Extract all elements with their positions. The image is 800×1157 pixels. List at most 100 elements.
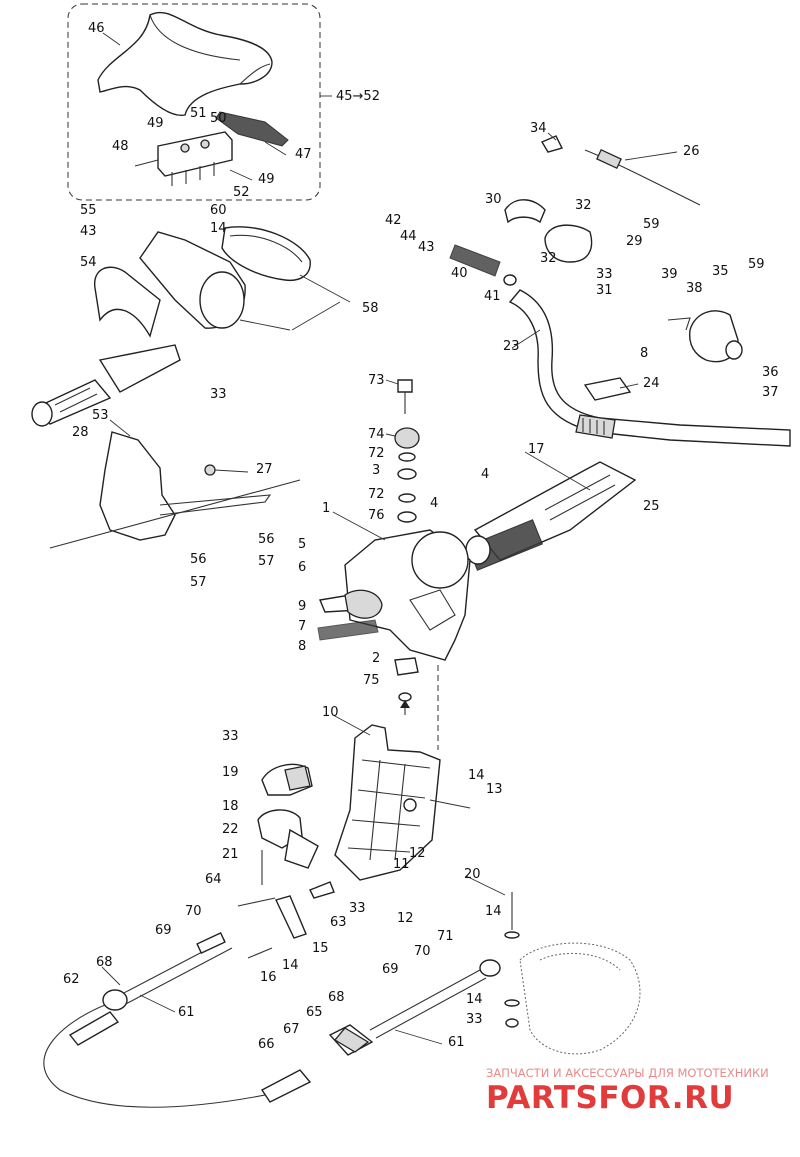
- watermark: ЗАПЧАСТИ И АКСЕССУАРЫ ДЛЯ МОТОТЕХНИКИ PA…: [486, 1066, 769, 1116]
- callout-label: 74: [368, 427, 385, 442]
- jet-nozzle-outline: [519, 942, 641, 1055]
- callout-label: 72: [368, 446, 385, 461]
- callout-label: 73: [368, 373, 385, 388]
- seat-bracket-part: [134, 131, 233, 186]
- seat-plate-part: [215, 111, 289, 147]
- callout-label: 10: [322, 705, 339, 720]
- callout-label: 4: [481, 467, 489, 482]
- callout-label: 59: [748, 257, 765, 272]
- callout-label: 29: [626, 234, 643, 249]
- callout-label: 62: [63, 972, 80, 987]
- steering-housing-part: [317, 529, 471, 750]
- callout-label: 75: [363, 673, 380, 688]
- steering-support-part: [334, 724, 471, 881]
- cable-clamp-assembly: [237, 763, 335, 959]
- column-hardware-stack: [394, 379, 420, 523]
- callout-label: 76: [368, 508, 385, 523]
- callout-label: 31: [596, 283, 613, 298]
- callout-label: 28: [72, 425, 89, 440]
- callout-label: 68: [96, 955, 113, 970]
- callout-label: 61: [178, 1005, 195, 1020]
- callout-label: 58: [362, 301, 379, 316]
- callout-label: 66: [258, 1037, 275, 1052]
- callout-label: 49: [258, 172, 275, 187]
- callout-label: 67: [283, 1022, 300, 1037]
- callout-label: 16: [260, 970, 277, 985]
- callout-label: 24: [643, 376, 660, 391]
- callout-label: 48: [112, 139, 129, 154]
- callout-label: 32: [540, 251, 557, 266]
- callout-label: 53: [92, 408, 109, 423]
- right-grip-part: [449, 244, 501, 277]
- leader-lines: [101, 32, 678, 1045]
- group-range-label: 45→52: [336, 89, 380, 104]
- callout-label: 14: [210, 221, 227, 236]
- callout-label: 4: [430, 496, 438, 511]
- callout-label: 1: [322, 501, 330, 516]
- watermark-brand: PARTSFOR.RU: [486, 1080, 734, 1116]
- callout-label: 2: [372, 651, 380, 666]
- callout-label: 35: [712, 264, 729, 279]
- callout-label: 5: [298, 537, 306, 552]
- callout-label: 32: [575, 198, 592, 213]
- callout-label: 49: [147, 116, 164, 131]
- callout-label: 56: [258, 532, 275, 547]
- handlebar-clamp-part: [583, 377, 632, 401]
- callout-label: 18: [222, 799, 239, 814]
- steering-column-part: [465, 461, 637, 571]
- callout-label: 40: [451, 266, 468, 281]
- handlebar-part: [508, 289, 791, 447]
- cover-53-assembly: [49, 431, 301, 549]
- callout-label: 39: [661, 267, 678, 282]
- seat-group-box: 45→52: [67, 3, 380, 201]
- callout-label: 21: [222, 847, 239, 862]
- upper-cover-assembly: [31, 226, 351, 427]
- callout-label: 27: [256, 462, 273, 477]
- callout-label: 37: [762, 385, 779, 400]
- callout-label: 17: [528, 442, 545, 457]
- callout-label: 22: [222, 822, 239, 837]
- callout-label: 9: [298, 599, 306, 614]
- steering-cable-part: [43, 892, 520, 1108]
- callout-label: 25: [643, 499, 660, 514]
- callout-label: 57: [190, 575, 207, 590]
- callout-label: 6: [298, 560, 306, 575]
- callout-label: 20: [464, 867, 481, 882]
- callout-label: 71: [437, 929, 454, 944]
- callout-label: 54: [80, 255, 97, 270]
- callout-label: 14: [466, 992, 483, 1007]
- callout-label: 69: [155, 923, 172, 938]
- callout-label: 33: [210, 387, 227, 402]
- callout-label: 70: [185, 904, 202, 919]
- callout-label: 12: [397, 911, 414, 926]
- callout-label: 43: [418, 240, 435, 255]
- callout-label: 65: [306, 1005, 323, 1020]
- callout-label: 33: [349, 901, 366, 916]
- seat-cushion-part: [97, 11, 273, 116]
- callout-label: 61: [448, 1035, 465, 1050]
- callout-label: 44: [400, 229, 417, 244]
- callout-label: 38: [686, 281, 703, 296]
- callout-label: 60: [210, 203, 227, 218]
- callout-label: 41: [484, 289, 501, 304]
- callout-label: 19: [222, 765, 239, 780]
- callout-label: 11: [393, 857, 410, 872]
- callout-label: 42: [385, 213, 402, 228]
- callout-label: 14: [282, 958, 299, 973]
- callout-label: 59: [643, 217, 660, 232]
- callout-label: 46: [88, 21, 105, 36]
- callout-label: 43: [80, 224, 97, 239]
- callout-label: 7: [298, 619, 306, 634]
- callout-label: 34: [530, 121, 547, 136]
- throttle-housing-part: [544, 224, 593, 263]
- callout-label: 23: [503, 339, 520, 354]
- callout-label: 47: [295, 147, 312, 162]
- callout-label: 12: [409, 846, 426, 861]
- callout-label: 30: [485, 192, 502, 207]
- callout-label: 55: [80, 203, 97, 218]
- throttle-cable-part: [540, 135, 701, 206]
- callout-label: 8: [640, 346, 648, 361]
